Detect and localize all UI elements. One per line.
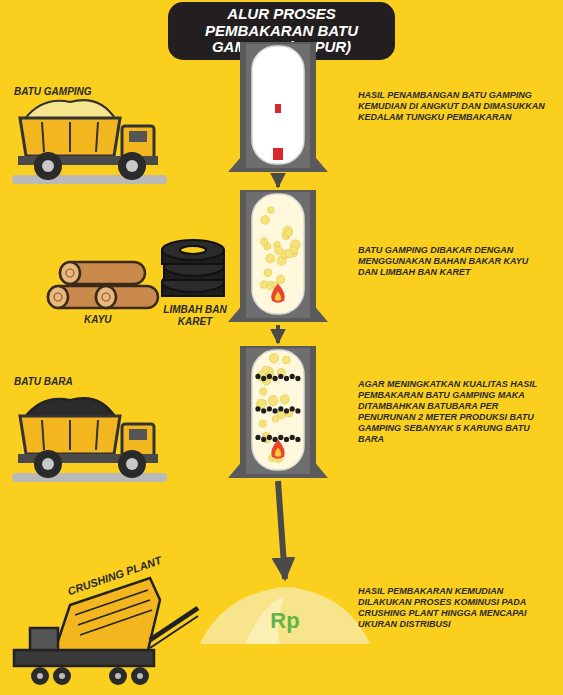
currency-mark: Rp [200,608,370,634]
part-label: LIMBAH BAN KARET [160,304,230,327]
kiln-shape [228,346,328,478]
kiln-shape [228,42,328,172]
flow-arrow [278,481,285,579]
kiln-stage: AGAR MENINGKATKAN KUALITAS HASIL PEMBAKA… [228,346,328,478]
part-label: KAYU [84,314,112,326]
kiln-shape [228,190,328,322]
kiln-stage: HASIL PENAMBANGAN BATU GAMPING KEMUDIAN … [228,42,328,172]
step-description: BATU GAMPING DIBAKAR DENGAN MENGGUNAKAN … [358,245,548,278]
part-label: BATU GAMPING [14,86,92,98]
step-description: HASIL PENAMBANGAN BATU GAMPING KEMUDIAN … [358,90,548,123]
kiln-stage: BATU GAMPING DIBAKAR DENGAN MENGGUNAKAN … [228,190,328,322]
flow-arrow [276,175,280,187]
flow-arrow [276,325,280,343]
step-description: HASIL PEMBAKARAN KEMUDIAN DILAKUKAN PROS… [358,586,548,630]
product-pile: RpHASIL PEMBAKARAN KEMUDIAN DILAKUKAN PR… [200,582,370,644]
part-label: BATU BARA [14,376,73,388]
step-description: AGAR MENINGKATKAN KUALITAS HASIL PEMBAKA… [358,379,548,445]
